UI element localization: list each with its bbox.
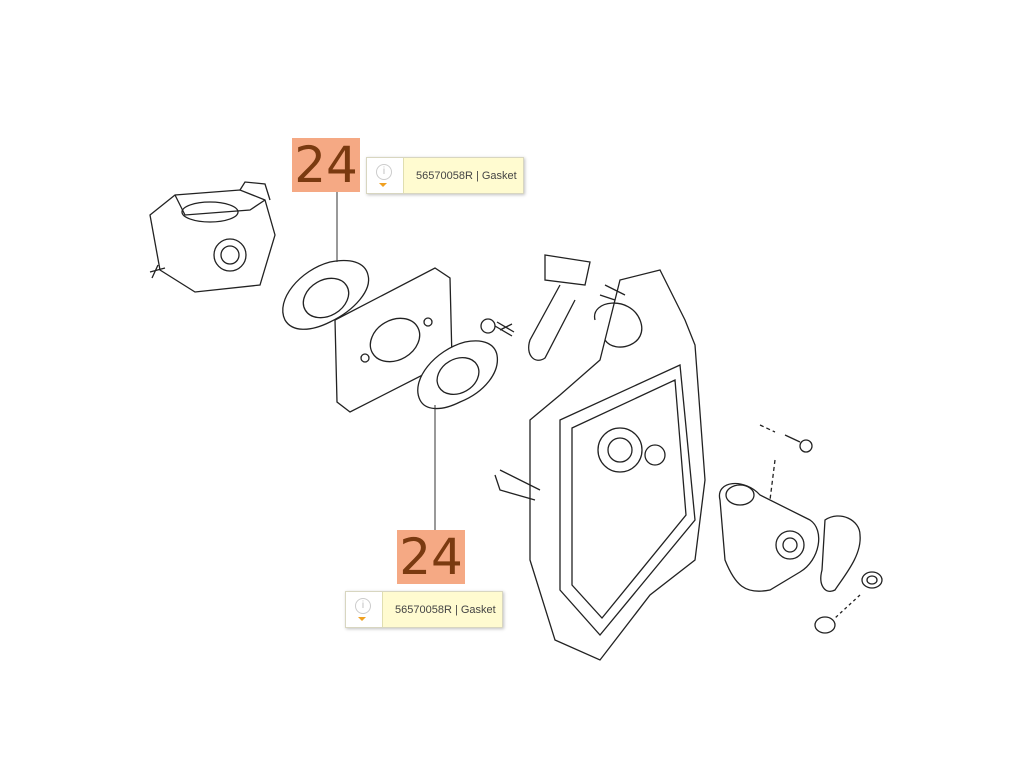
screw-spring — [480, 318, 515, 337]
info-icon-box: i — [367, 158, 404, 193]
air-filter-housing — [494, 269, 706, 661]
part-label: 56570058R | Gasket — [416, 169, 517, 182]
dropdown-arrow-icon — [379, 183, 387, 187]
info-icon: i — [355, 598, 371, 614]
part-tooltip[interactable]: i 56570058R | Gasket — [366, 157, 524, 194]
part-tooltip[interactable]: i 56570058R | Gasket — [345, 591, 503, 628]
gasket-2 — [417, 340, 498, 410]
info-icon-box: i — [346, 592, 383, 627]
gasket-1 — [282, 259, 370, 330]
clip-and-washers — [769, 459, 883, 634]
bracket — [718, 482, 820, 592]
callout-number[interactable]: 24 — [292, 138, 360, 192]
carburetor — [149, 181, 276, 293]
dropdown-arrow-icon — [358, 617, 366, 621]
choke-lever — [528, 254, 591, 361]
screw — [759, 424, 813, 453]
part-label: 56570058R | Gasket — [395, 603, 496, 616]
info-icon: i — [376, 164, 392, 180]
callout-number[interactable]: 24 — [397, 530, 465, 584]
leader-lines — [336, 192, 436, 530]
